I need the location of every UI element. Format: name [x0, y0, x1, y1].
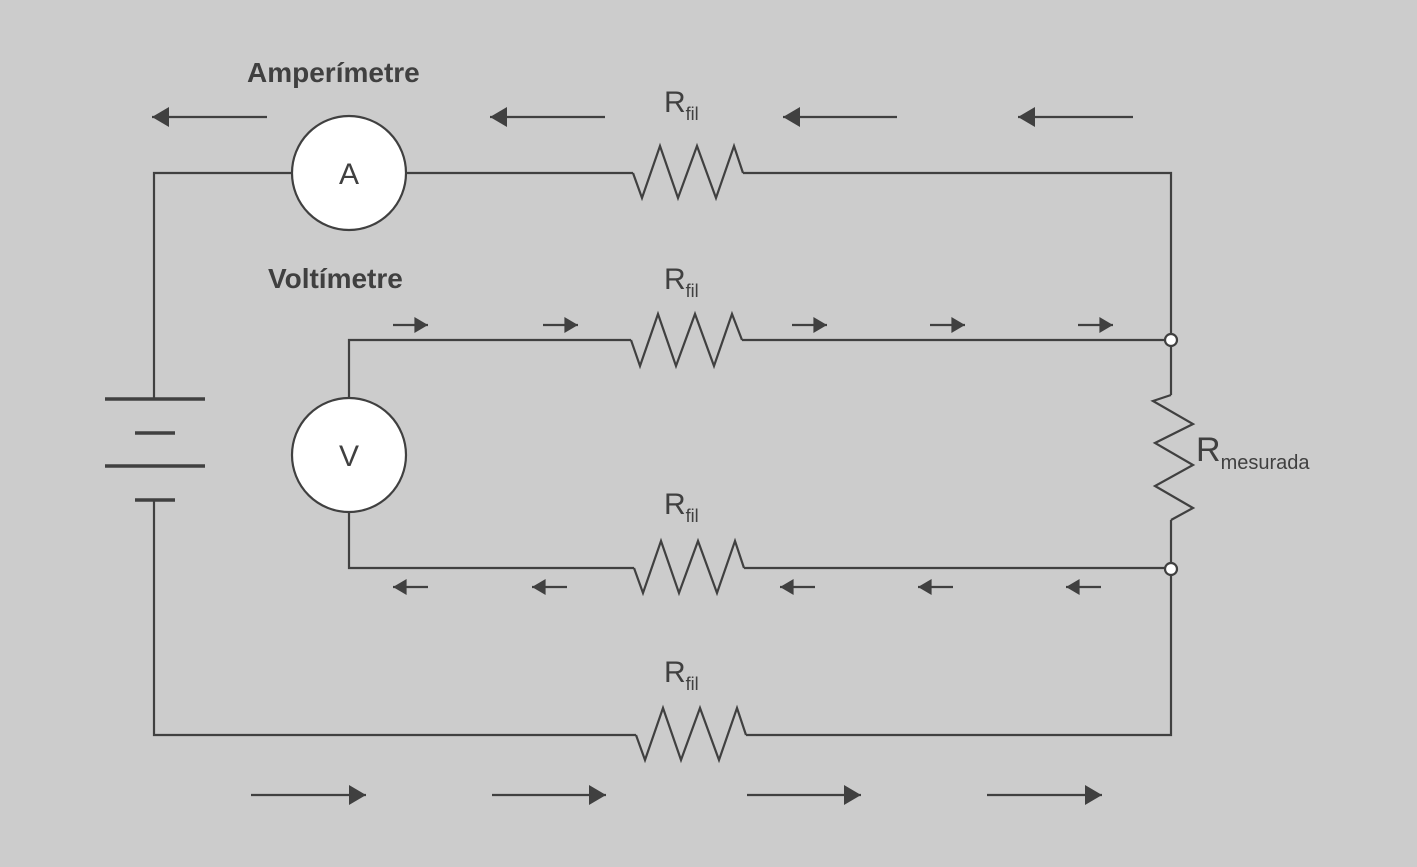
current-arrow-left-icon	[1018, 107, 1133, 127]
voltmeter-bottom-wire	[347, 512, 1171, 570]
current-arrow-left-icon	[780, 579, 815, 595]
bottom-wire	[152, 500, 1173, 737]
current-arrow-right-icon	[930, 317, 965, 333]
voltmeter-top-wire	[347, 338, 1171, 398]
current-arrow-left-icon	[490, 107, 605, 127]
top-wire	[152, 171, 1173, 398]
resistor-fil-voltmeter-top	[629, 310, 744, 370]
current-arrow-left-icon	[152, 107, 267, 127]
current-arrows	[152, 107, 1133, 805]
ammeter-label: Amperímetre	[247, 57, 420, 88]
svg-text:Rfil: Rfil	[664, 263, 699, 301]
resistor-mesurada	[1150, 393, 1196, 521]
voltmeter: V	[290, 396, 408, 514]
svg-text:Rfil: Rfil	[664, 86, 699, 124]
current-arrow-left-icon	[918, 579, 953, 595]
current-arrow-right-icon	[987, 785, 1102, 805]
svg-text:Rfil: Rfil	[664, 488, 699, 526]
node-top	[1163, 332, 1179, 348]
resistor-fil-bottom	[634, 704, 748, 764]
current-arrow-left-icon	[393, 579, 428, 595]
ammeter: A	[290, 114, 408, 232]
fil-subscript: fil	[686, 506, 699, 526]
resistor-fil-voltmeter-bottom	[632, 537, 746, 597]
current-arrow-right-icon	[1078, 317, 1113, 333]
resistor-fil-top	[631, 142, 745, 202]
current-arrow-left-icon	[1066, 579, 1101, 595]
rfil-label-voltmeter-bottom: Rfil	[664, 488, 699, 526]
mesurada-subscript: mesurada	[1221, 452, 1311, 474]
r-symbol: R	[664, 488, 686, 521]
r-symbol: R	[664, 656, 686, 689]
current-arrow-right-icon	[251, 785, 366, 805]
rfil-label-bottom: Rfil	[664, 656, 699, 694]
current-arrow-right-icon	[747, 785, 861, 805]
r-symbol: R	[664, 86, 686, 119]
fil-subscript: fil	[686, 281, 699, 301]
current-arrow-right-icon	[393, 317, 428, 333]
current-arrow-right-icon	[543, 317, 578, 333]
current-arrow-left-icon	[783, 107, 897, 127]
current-arrow-right-icon	[492, 785, 606, 805]
ammeter-symbol: A	[339, 158, 359, 191]
voltmeter-label: Voltímetre	[268, 263, 403, 294]
rfil-label-voltmeter-top: Rfil	[664, 263, 699, 301]
battery-icon	[105, 397, 205, 502]
rfil-label-top: Rfil	[664, 86, 699, 124]
voltmeter-symbol: V	[339, 440, 359, 473]
fil-subscript: fil	[686, 104, 699, 124]
r-symbol: R	[1196, 431, 1221, 469]
node-bottom	[1163, 561, 1179, 577]
fil-subscript: fil	[686, 674, 699, 694]
current-arrow-right-icon	[792, 317, 827, 333]
current-arrow-left-icon	[532, 579, 567, 595]
rmesurada-label: Rmesurada	[1196, 431, 1310, 474]
svg-text:Rfil: Rfil	[664, 656, 699, 694]
r-symbol: R	[664, 263, 686, 296]
svg-text:Rmesurada: Rmesurada	[1196, 431, 1310, 474]
